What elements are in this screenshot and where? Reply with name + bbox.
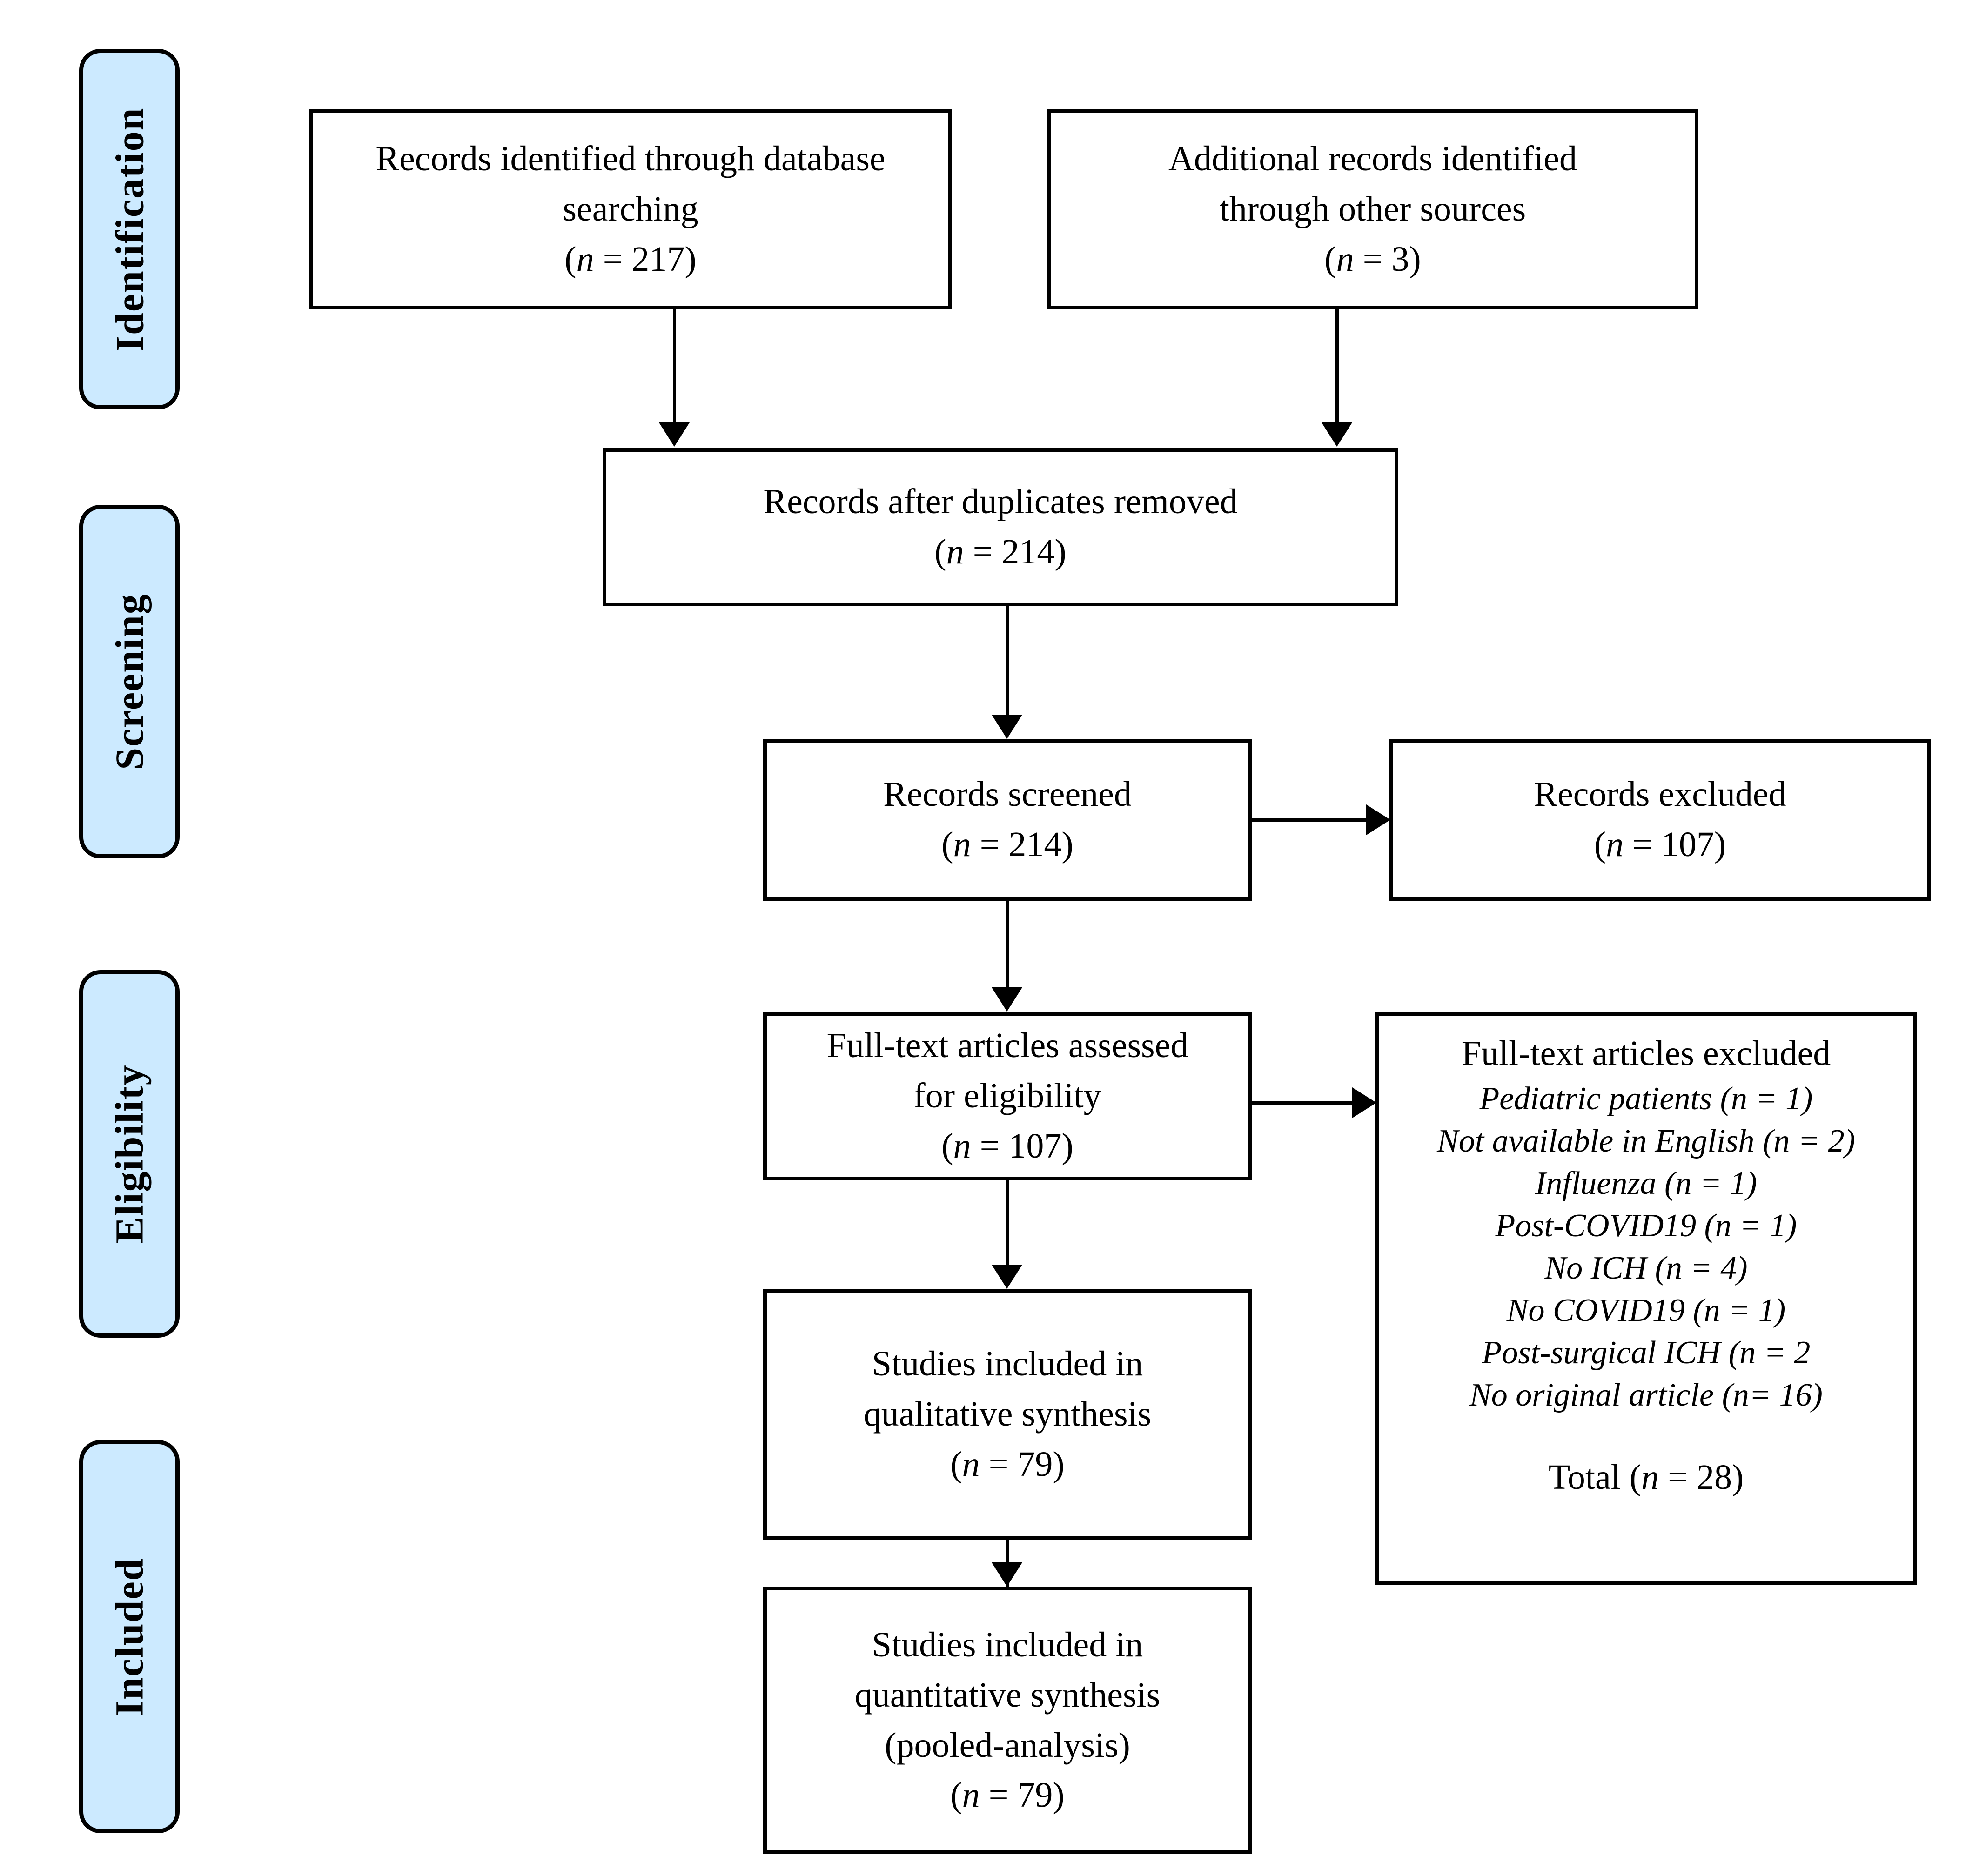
- fulltext-assessed-line1: Full-text articles assessed: [826, 1026, 1188, 1065]
- connector-screened-to-fulltext: [1006, 901, 1009, 990]
- db-search-count: (n = 217): [564, 239, 697, 279]
- stage-label-eligibility: Eligibility: [79, 970, 180, 1338]
- connector-fulltext-to-excluded: [1252, 1101, 1355, 1105]
- fulltext-excluded-reason-6: No COVID19 (n = 1): [1506, 1293, 1786, 1329]
- other-sources-line2: through other sources: [1219, 189, 1526, 229]
- arrowhead-qualitative-to-quantitative: [992, 1562, 1022, 1587]
- arrowhead-fulltext-to-excluded: [1352, 1087, 1376, 1118]
- fulltext-excluded-reason-7: Post-surgical ICH (n = 2: [1482, 1335, 1811, 1371]
- connector-fulltext-to-qualitative: [1006, 1180, 1009, 1268]
- connector-duplicates-to-screened: [1006, 606, 1009, 717]
- qualitative-line1: Studies included in: [872, 1344, 1143, 1384]
- fulltext-assessed-count: (n = 107): [941, 1126, 1074, 1166]
- other-sources-line1: Additional records identified: [1168, 139, 1577, 179]
- fulltext-assessed-line2: for eligibility: [913, 1076, 1101, 1116]
- box-studies-quantitative-synthesis: Studies included in quantitative synthes…: [763, 1587, 1252, 1854]
- box-records-excluded: Records excluded (n = 107): [1389, 739, 1931, 901]
- stage-label-identification: Identification: [79, 49, 180, 409]
- fulltext-excluded-total: Total (n = 28): [1548, 1458, 1744, 1497]
- box-additional-records-other-sources: Additional records identified through ot…: [1047, 109, 1698, 309]
- box-records-after-duplicates-removed: Records after duplicates removed (n = 21…: [603, 448, 1398, 606]
- duplicates-line1: Records after duplicates removed: [763, 482, 1238, 522]
- qualitative-line2: qualitative synthesis: [863, 1394, 1152, 1434]
- fulltext-excluded-header: Full-text articles excluded: [1461, 1034, 1831, 1073]
- fulltext-excluded-reason-2: Not available in English (n = 2): [1437, 1123, 1855, 1159]
- connector-other-sources-to-duplicates: [1335, 309, 1339, 425]
- fulltext-excluded-reason-1: Pediatric patients (n = 1): [1479, 1081, 1813, 1117]
- other-sources-count: (n = 3): [1324, 239, 1421, 279]
- stage-label-included: Included: [79, 1440, 180, 1833]
- box-records-screened: Records screened (n = 214): [763, 739, 1252, 901]
- arrowhead-other-sources-to-duplicates: [1322, 422, 1352, 447]
- fulltext-excluded-reason-8: No original article (n= 16): [1469, 1377, 1823, 1414]
- fulltext-excluded-reason-4: Post-COVID19 (n = 1): [1495, 1208, 1797, 1244]
- db-search-line2: searching: [563, 189, 698, 229]
- arrowhead-screened-to-fulltext: [992, 987, 1022, 1012]
- db-search-line1: Records identified through database: [376, 139, 886, 179]
- connector-screened-to-excluded: [1252, 818, 1369, 822]
- connector-db-search-to-duplicates: [673, 309, 676, 425]
- arrowhead-screened-to-excluded: [1366, 804, 1390, 835]
- records-excluded-line1: Records excluded: [1534, 775, 1786, 814]
- box-fulltext-articles-excluded: Full-text articles excluded Pediatric pa…: [1375, 1012, 1917, 1585]
- stage-label-included-text: Included: [107, 1557, 152, 1716]
- quantitative-line3: (pooled-analysis): [885, 1725, 1130, 1765]
- quantitative-line2: quantitative synthesis: [854, 1675, 1161, 1715]
- box-fulltext-assessed-eligibility: Full-text articles assessed for eligibil…: [763, 1012, 1252, 1180]
- arrowhead-fulltext-to-qualitative: [992, 1265, 1022, 1289]
- quantitative-count: (n = 79): [950, 1776, 1065, 1815]
- qualitative-count: (n = 79): [950, 1444, 1065, 1484]
- fulltext-excluded-reason-3: Influenza (n = 1): [1535, 1166, 1757, 1202]
- fulltext-excluded-reason-5: No ICH (n = 4): [1544, 1250, 1748, 1286]
- records-excluded-count: (n = 107): [1594, 825, 1726, 864]
- stage-label-identification-text: Identification: [107, 107, 152, 351]
- stage-label-eligibility-text: Eligibility: [107, 1064, 152, 1244]
- stage-label-screening: Screening: [79, 505, 180, 858]
- duplicates-count: (n = 214): [934, 532, 1067, 571]
- box-studies-qualitative-synthesis: Studies included in qualitative synthesi…: [763, 1289, 1252, 1540]
- records-screened-line1: Records screened: [883, 775, 1132, 814]
- stage-label-screening-text: Screening: [107, 593, 152, 770]
- box-records-identified-database: Records identified through database sear…: [309, 109, 952, 309]
- quantitative-line1: Studies included in: [872, 1625, 1143, 1664]
- records-screened-count: (n = 214): [941, 825, 1074, 864]
- arrowhead-duplicates-to-screened: [992, 715, 1022, 739]
- arrowhead-db-search-to-duplicates: [659, 422, 690, 447]
